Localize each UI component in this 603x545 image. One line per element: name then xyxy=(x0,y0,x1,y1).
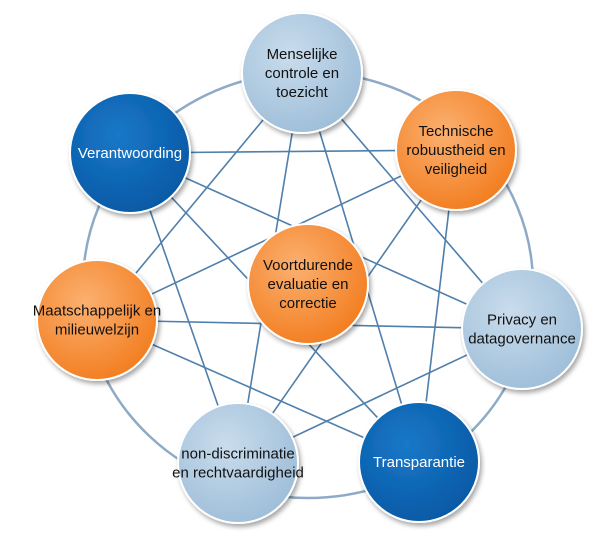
node-circle xyxy=(461,268,583,390)
node-label-line: veiligheid xyxy=(425,161,488,178)
node-privacy: Privacy en datagovernance xyxy=(461,268,583,390)
node-circle xyxy=(395,89,517,211)
node-label-line: non-discriminatie xyxy=(181,446,294,463)
node-label-line: evaluatie en xyxy=(268,276,349,293)
node-label-line: Privacy en xyxy=(487,312,557,329)
node-voortdurende-evaluatie: Voortdurende evaluatie en correctie xyxy=(247,223,369,345)
node-transparantie: Transparantie xyxy=(358,401,480,523)
node-label-line: toezicht xyxy=(276,84,329,101)
node-label-line: Menselijke xyxy=(267,46,338,63)
node-menselijke-controle: Menselijke controle en toezicht xyxy=(241,12,363,134)
node-circle xyxy=(69,92,191,214)
node-circle xyxy=(36,259,158,381)
node-label-line: milieuwelzijn xyxy=(55,322,139,339)
node-label-line: datagovernance xyxy=(468,331,576,348)
node-circle xyxy=(247,223,369,345)
node-label-line: robuustheid en xyxy=(406,142,505,159)
node-label-line: controle en xyxy=(265,65,339,82)
node-label-line: Verantwoording xyxy=(78,145,182,162)
node-technische-robuustheid: Technische robuustheid en veiligheid xyxy=(395,89,517,211)
node-non-discriminatie: non-discriminatie en rechtvaardigheid xyxy=(172,402,304,524)
node-verantwoording: Verantwoording xyxy=(69,92,191,214)
node-circle xyxy=(241,12,363,134)
node-maatschappelijk: Maatschappelijk en milieuwelzijn xyxy=(33,259,161,381)
node-label-line: Technische xyxy=(418,123,493,140)
node-label-line: en rechtvaardigheid xyxy=(172,465,304,482)
node-label-line: Transparantie xyxy=(373,454,465,471)
node-circle xyxy=(358,401,480,523)
node-label-line: Voortdurende xyxy=(263,257,353,274)
node-label-line: Maatschappelijk en xyxy=(33,303,161,320)
node-circle xyxy=(177,402,299,524)
node-label-line: correctie xyxy=(279,295,337,312)
